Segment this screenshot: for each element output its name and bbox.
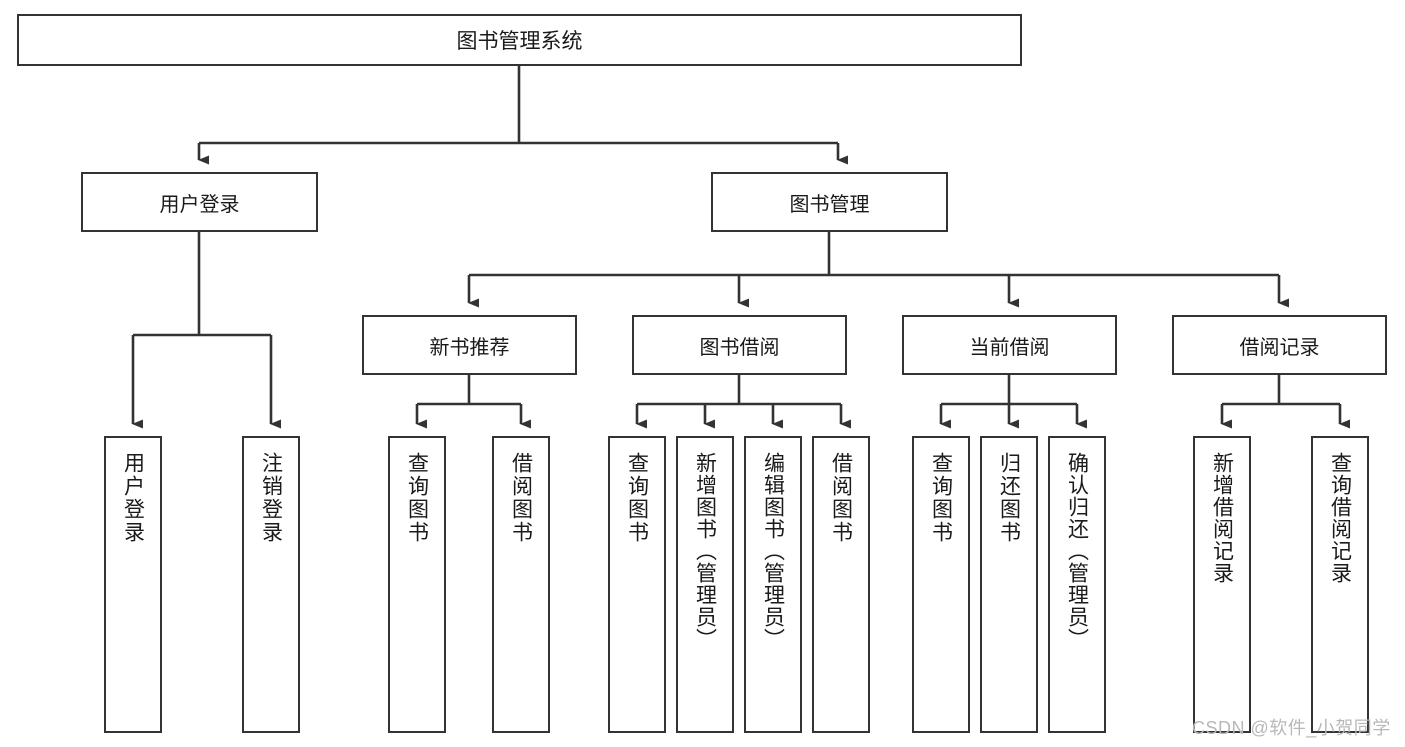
node-label: 编辑图书（管理员） (761, 452, 785, 650)
csdn-watermark: CSDN @软件_小贺同学 (1192, 718, 1391, 738)
node-current-borrow[interactable]: 当前借阅 (902, 315, 1117, 375)
leaf-new-book-borrow[interactable]: 借阅图书 (492, 436, 550, 733)
node-label: 当前借阅 (969, 336, 1050, 359)
node-label: 用户登录 (159, 193, 240, 216)
leaf-user-login-signin[interactable]: 用户登录 (104, 436, 162, 733)
node-label: 确认归还（管理员） (1065, 452, 1089, 650)
node-label: 新增图书（管理员） (693, 452, 717, 650)
leaf-current-borrow-return[interactable]: 归还图书 (980, 436, 1038, 733)
node-label: 图书管理 (789, 193, 870, 216)
node-label: 借阅图书 (509, 452, 533, 544)
node-user-login[interactable]: 用户登录 (81, 172, 318, 232)
node-label: 借阅图书 (829, 452, 853, 544)
leaf-book-borrow-borrow[interactable]: 借阅图书 (812, 436, 870, 733)
node-label: 图书管理系统 (456, 30, 583, 53)
node-label: 用户登录 (121, 452, 145, 544)
node-label: 查询借阅记录 (1328, 452, 1352, 584)
leaf-borrow-record-add[interactable]: 新增借阅记录 (1193, 436, 1251, 733)
node-label: 借阅记录 (1239, 336, 1320, 359)
node-label: 新书推荐 (429, 336, 510, 359)
leaf-book-borrow-add[interactable]: 新增图书（管理员） (676, 436, 734, 733)
node-label: 新增借阅记录 (1210, 452, 1234, 584)
leaf-book-borrow-edit[interactable]: 编辑图书（管理员） (744, 436, 802, 733)
node-borrow-record[interactable]: 借阅记录 (1172, 315, 1387, 375)
leaf-user-login-signout[interactable]: 注销登录 (242, 436, 300, 733)
node-label: 注销登录 (259, 452, 283, 544)
node-label: 图书借阅 (699, 336, 780, 359)
leaf-current-borrow-query[interactable]: 查询图书 (912, 436, 970, 733)
node-book-management[interactable]: 图书管理 (711, 172, 948, 232)
leaf-book-borrow-query[interactable]: 查询图书 (608, 436, 666, 733)
node-book-borrow[interactable]: 图书借阅 (632, 315, 847, 375)
node-label: 归还图书 (997, 452, 1021, 544)
leaf-borrow-record-query[interactable]: 查询借阅记录 (1311, 436, 1369, 733)
leaf-current-borrow-confirm-return[interactable]: 确认归还（管理员） (1048, 436, 1106, 733)
node-root-system[interactable]: 图书管理系统 (17, 14, 1022, 66)
node-label: 查询图书 (625, 452, 649, 544)
node-new-book-recommend[interactable]: 新书推荐 (362, 315, 577, 375)
node-label: 查询图书 (929, 452, 953, 544)
node-label: 查询图书 (405, 452, 429, 544)
leaf-new-book-query[interactable]: 查询图书 (388, 436, 446, 733)
